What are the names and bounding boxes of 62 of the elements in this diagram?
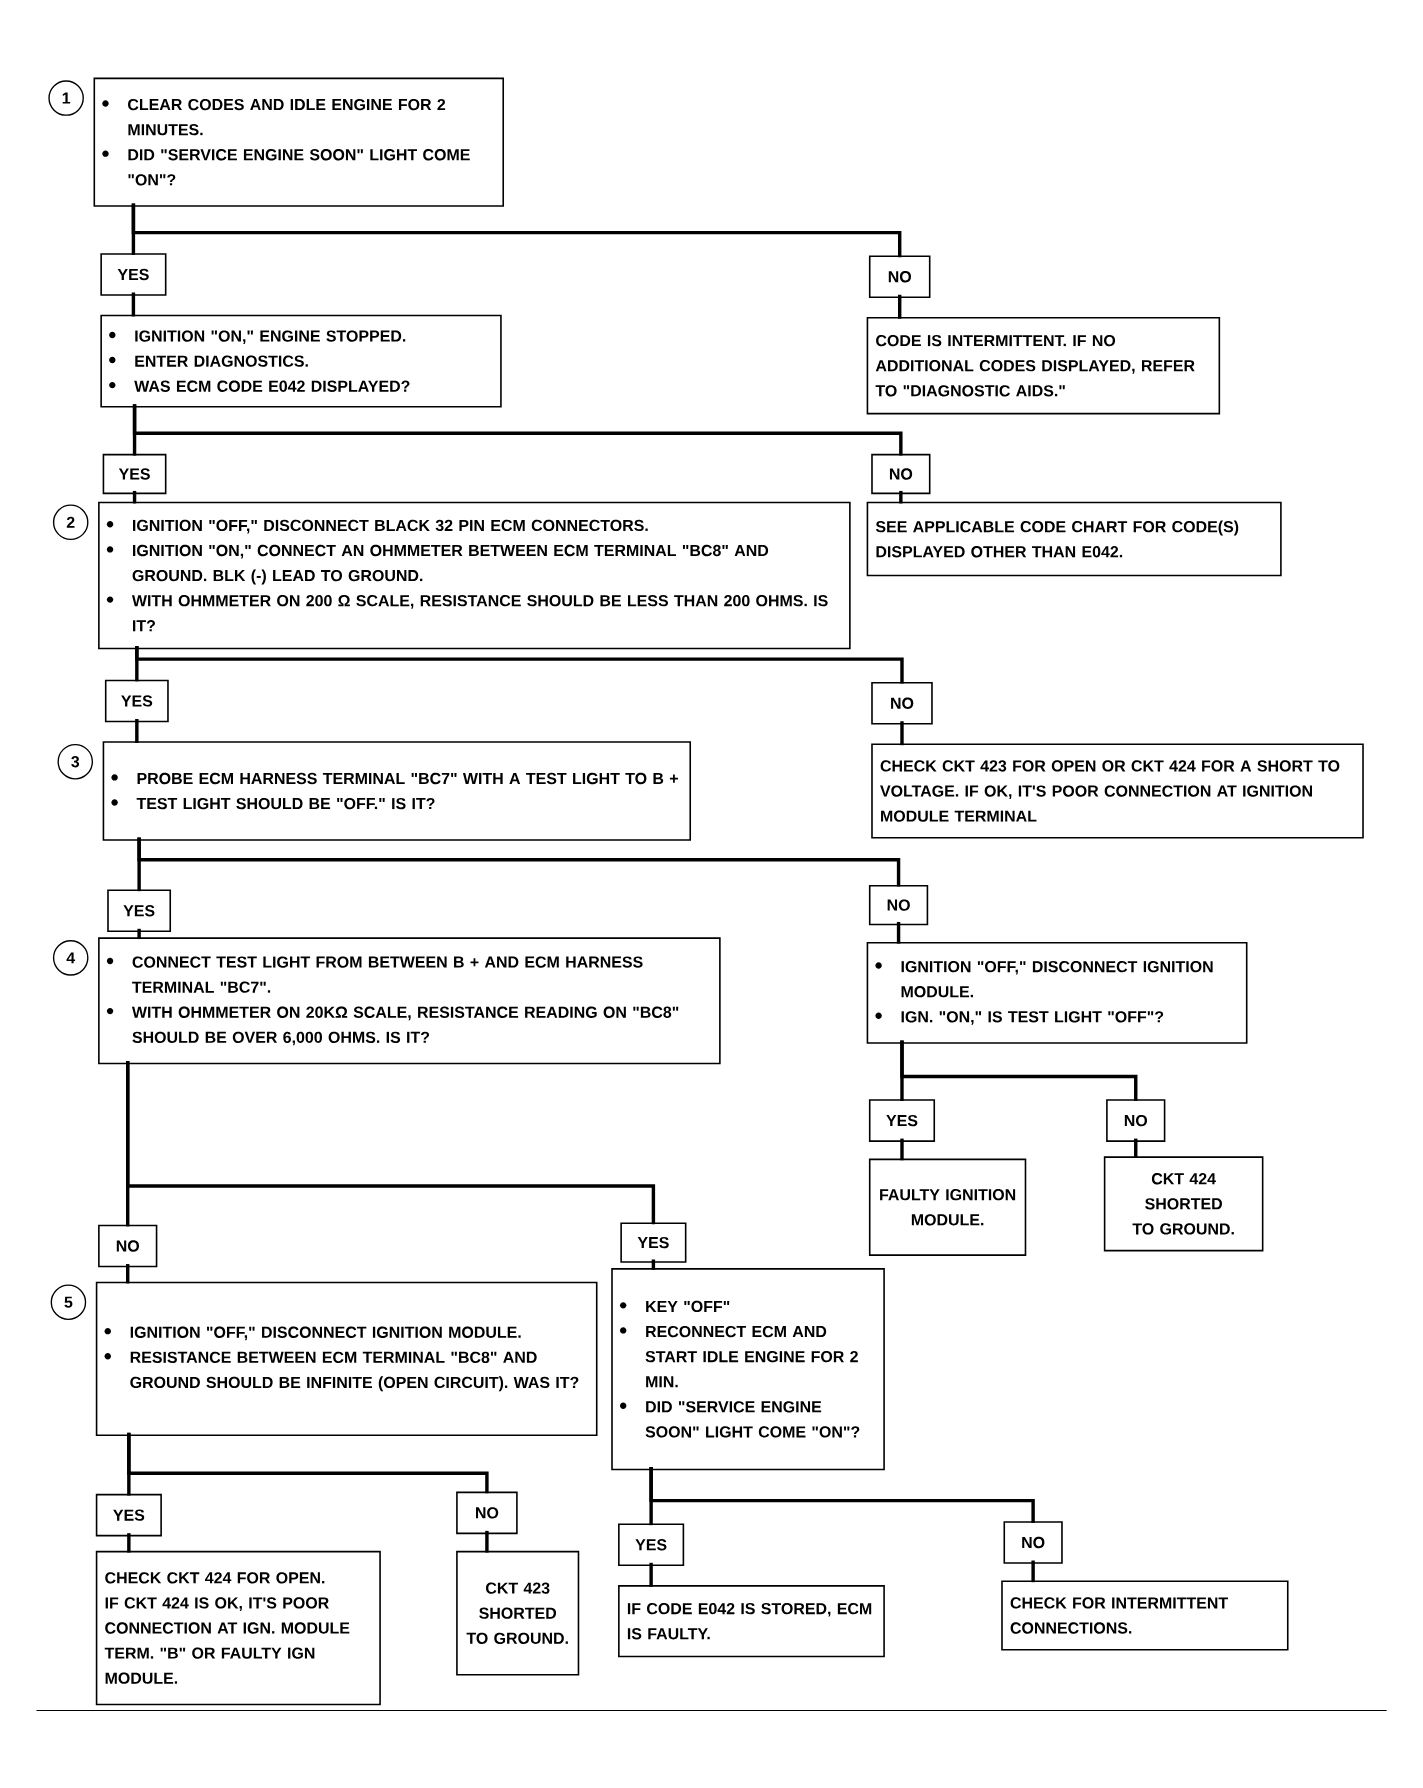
result-box: CKT 423 SHORTED TO GROUND. (456, 1550, 580, 1676)
result-box: CHECK FOR INTERMITTENT CONNECTIONS. (1001, 1580, 1289, 1651)
step-number: 4 (52, 940, 89, 976)
answer-tag: YES (100, 253, 167, 296)
connector-line (132, 490, 137, 504)
connector-line (899, 490, 903, 504)
answer-tag: YES (868, 1099, 935, 1142)
answer-tag: NO (868, 884, 929, 926)
step-number: 5 (50, 1284, 87, 1321)
connector-line (137, 837, 901, 887)
answer-tag: YES (618, 1523, 685, 1567)
connector-line (131, 203, 902, 258)
result-box: SEE APPLICABLE CODE CHART FOR CODE(S) DISPLAYED OTHER THAN E042. (866, 501, 1282, 577)
question-box: IGNITION "OFF," DISCONNECT IGNITION MODULE. IGN. "ON," IS TEST LIGHT "OFF"? (866, 941, 1248, 1044)
step-number: 3 (57, 743, 93, 780)
result-box: CHECK CKT 423 FOR OPEN OR CKT 424 FOR A SHORT TO VOLTAGE. IF OK, IT'S POOR CONNECTION AT IGNITION MODULE TERMINAL (871, 743, 1364, 839)
connector-line (900, 721, 904, 746)
connector-line (125, 1061, 656, 1225)
question-box: IGNITION "ON," ENGINE STOPPED. ENTER DIAGNOSTICS. WAS ECM CODE E042 DISPLAYED? (100, 314, 502, 408)
answer-tag: NO (1106, 1099, 1166, 1142)
answer-tag: NO (98, 1224, 158, 1268)
connector-line (900, 1138, 904, 1161)
connector-line (127, 1432, 489, 1494)
connector-line (131, 292, 136, 317)
result-box: CHECK CKT 424 FOR OPEN. IF CKT 424 IS OK, IT'S POOR CONNECTION AT IGN. MODULE TERM. "B" OR FAULTY IGN MODULE. (95, 1550, 381, 1706)
question-box: IGNITION "OFF," DISCONNECT IGNITION MODULE. RESISTANCE BETWEEN ECM TERMINAL "BC8" AND GROUND SHOULD BE INFINITE (OPEN CIRCUIT). WAS IT? (95, 1281, 598, 1437)
result-box: IF CODE E042 IS STORED, ECM IS FAULTY. (618, 1585, 885, 1658)
result-box: FAULTY IGNITION MODULE. (868, 1158, 1027, 1256)
connector-line (651, 1259, 656, 1270)
connector-line (137, 928, 141, 940)
question-box: KEY "OFF" RECONNECT ECM AND START IDLE ENGINE FOR 2 MIN. DID "SERVICE ENGINE SOON" LIGHT COME "ON"? (611, 1268, 885, 1471)
connector-line (897, 294, 902, 319)
connector-line (649, 1467, 1035, 1523)
question-box: PROBE ECM HARNESS TERMINAL "BC7" WITH A TEST LIGHT TO B + TEST LIGHT SHOULD BE "OFF." IS IT? (102, 741, 691, 841)
answer-tag: YES (102, 453, 167, 495)
answer-tag: NO (871, 681, 933, 725)
step-number: 2 (52, 504, 89, 541)
result-box: CODE IS INTERMITTENT. IF NO ADDITIONAL CODES DISPLAYED, REFER TO "DIAGNOSTIC AIDS." (866, 317, 1221, 415)
answer-tag: YES (107, 889, 171, 933)
answer-tag: NO (1003, 1521, 1063, 1564)
question-box: CLEAR CODES AND IDLE ENGINE FOR 2 MINUTES. DID "SERVICE ENGINE SOON" LIGHT COME "ON"? (93, 77, 504, 207)
connector-line (132, 404, 903, 456)
connector-line (1031, 1560, 1035, 1583)
answer-tag: NO (871, 453, 931, 495)
answer-tag: YES (620, 1222, 687, 1263)
connector-line (900, 1040, 1138, 1101)
answer-tag: YES (95, 1493, 162, 1537)
question-box: IGNITION "OFF," DISCONNECT BLACK 32 PIN ECM CONNECTORS. IGNITION "ON," CONNECT AN OHMMETER BETWEEN ECM TERMINAL "BC8" AND GROUND. BLK (-) LEAD TO GROUND. WITH OHMMETER ON 200 Ω SCALE, RESISTANCE SHOULD BE LESS THAN 200 OHMS. IS IT? (98, 501, 851, 650)
connector-line (127, 1533, 131, 1553)
connector-line (485, 1530, 489, 1553)
connector-line (1134, 1138, 1138, 1158)
answer-tag: NO (456, 1491, 518, 1535)
connector-line (649, 1562, 653, 1587)
connector-line (896, 921, 901, 944)
step-number: 1 (48, 80, 84, 116)
question-box: CONNECT TEST LIGHT FROM BETWEEN B + AND ECM HARNESS TERMINAL "BC7". WITH OHMMETER ON 20KΩ SCALE, RESISTANCE READING ON "BC8" SHOULD BE OVER 6,000 OHMS. IS IT? (98, 937, 721, 1065)
connector-line (125, 1264, 130, 1284)
answer-tag: NO (868, 255, 931, 299)
result-box: CKT 424 SHORTED TO GROUND. (1103, 1156, 1264, 1252)
connector-line (135, 718, 139, 743)
answer-tag: YES (104, 679, 169, 723)
connector-line (135, 646, 904, 684)
